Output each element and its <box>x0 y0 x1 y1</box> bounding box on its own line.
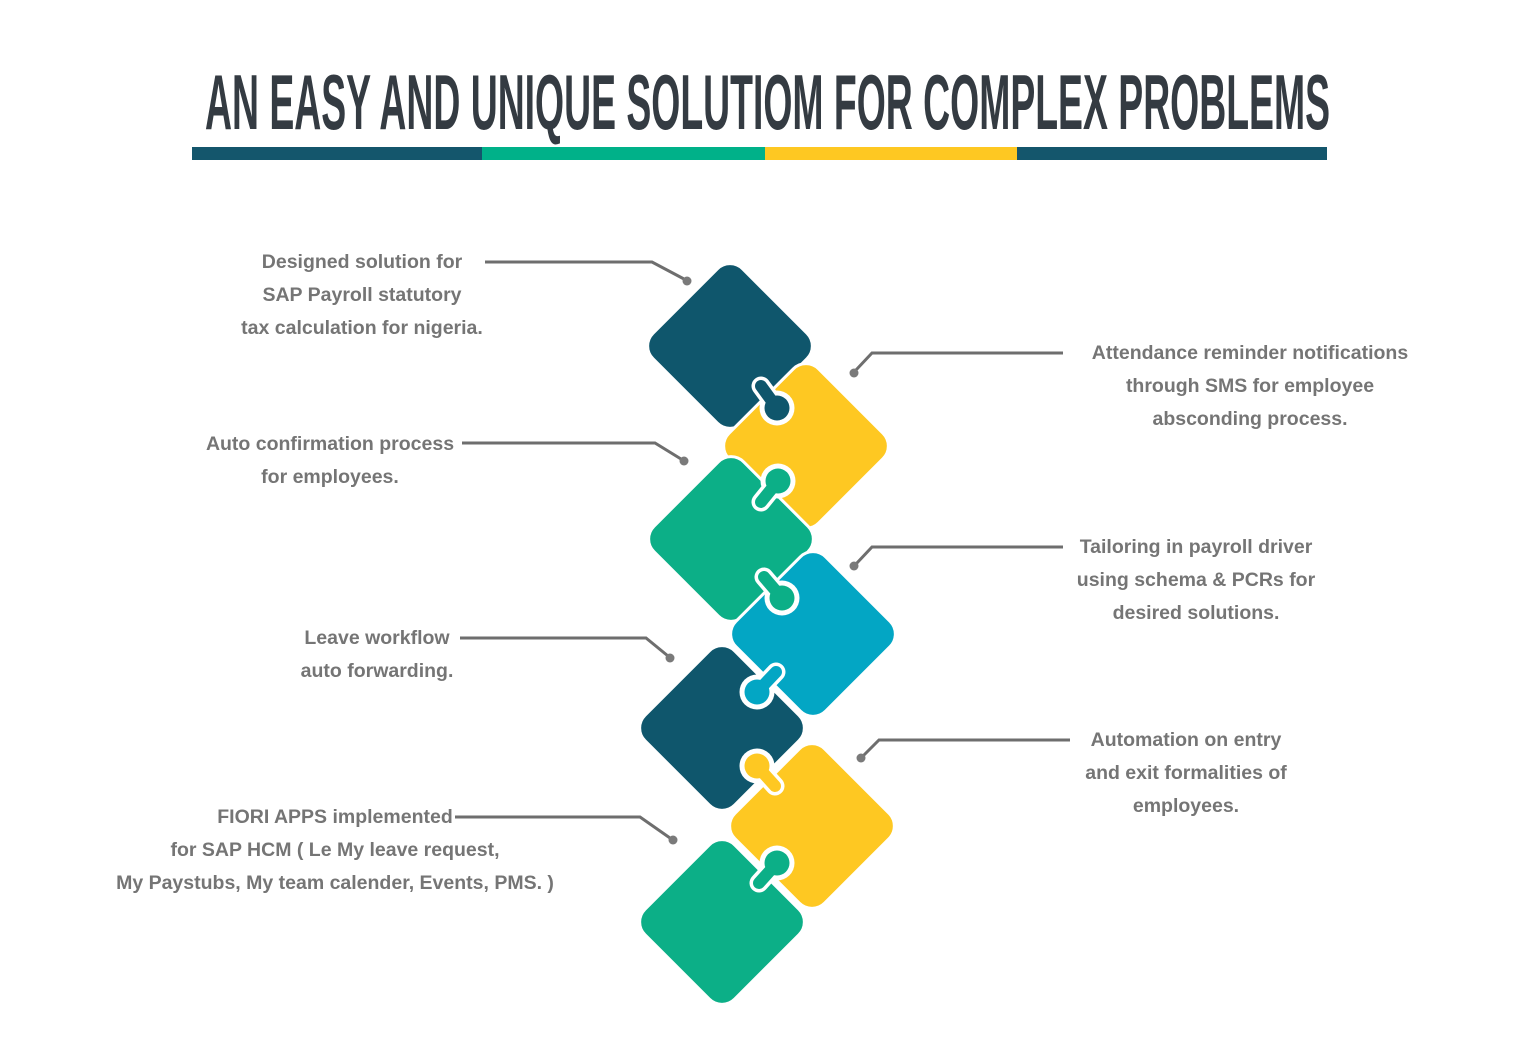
connector-line-left-2 <box>462 441 682 461</box>
label-line: My Paystubs, My team calender, Events, P… <box>116 872 554 894</box>
divider-segment-1 <box>192 147 482 160</box>
label-line: FIORI APPS implemented <box>217 806 453 828</box>
connector-line-left-1 <box>485 260 685 281</box>
label-line: Tailoring in payroll driver <box>1079 536 1313 558</box>
connector-line-left-3 <box>460 636 669 658</box>
connector-dot-left-4 <box>668 835 678 845</box>
label-attendance-reminder: Attendance reminder notifications throug… <box>1050 337 1450 436</box>
label-line: Leave workflow <box>304 627 450 649</box>
connector-line-right-3 <box>861 738 1070 758</box>
label-line: using schema & PCRs for <box>1076 569 1316 591</box>
knob-ball-6 <box>764 850 790 876</box>
label-line: for employees. <box>261 466 399 488</box>
connector-dot-left-1 <box>682 276 692 286</box>
knob-ball-4 <box>744 679 770 705</box>
label-line: employees. <box>1132 795 1240 817</box>
connector-line-right-1 <box>854 351 1063 372</box>
divider-segment-2 <box>482 147 765 160</box>
connector-dot-left-3 <box>665 653 675 663</box>
knob-ball-1 <box>764 395 790 421</box>
label-line: absconding process. <box>1152 408 1348 430</box>
page-title: AN EASY AND UNIQUE SOLUTIOM FOR COMPLEX … <box>205 58 1330 146</box>
label-line: auto forwarding. <box>300 660 454 682</box>
label-line: desired solutions. <box>1112 602 1280 624</box>
puzzle-chain <box>638 262 897 1006</box>
knob-ball-3 <box>769 585 795 611</box>
label-automation-entry-exit: Automation on entry and exit formalities… <box>1006 724 1366 823</box>
label-line: Designed solution for <box>261 251 463 273</box>
connector-dot-left-2 <box>679 456 689 466</box>
label-line: and exit formalities of <box>1085 762 1287 784</box>
divider-segment-4 <box>1017 147 1327 160</box>
label-line: for SAP HCM ( Le My leave request, <box>170 839 500 861</box>
label-line: Automation on entry <box>1090 729 1282 751</box>
label-line: Attendance reminder notifications <box>1091 342 1409 364</box>
divider-segment-3 <box>765 147 1017 160</box>
label-leave-workflow: Leave workflow auto forwarding. <box>197 622 557 688</box>
label-line: SAP Payroll statutory <box>262 284 462 306</box>
connector-dot-right-3 <box>856 753 866 763</box>
label-line: through SMS for employee <box>1125 375 1375 397</box>
label-tailoring-payroll: Tailoring in payroll driver using schema… <box>1016 531 1376 630</box>
connector-line-left-4 <box>455 815 671 840</box>
label-designed-solution: Designed solution for SAP Payroll statut… <box>182 246 542 345</box>
knob-ball-5 <box>744 753 770 779</box>
label-line: tax calculation for nigeria. <box>241 317 483 339</box>
knob-ball-2 <box>765 468 791 494</box>
label-line: Auto confirmation process <box>205 433 455 455</box>
puzzle-knobs <box>739 376 800 893</box>
connector-dot-right-2 <box>849 561 859 571</box>
label-auto-confirmation: Auto confirmation process for employees. <box>150 428 510 494</box>
connector-line-right-2 <box>854 545 1063 566</box>
connector-dot-right-1 <box>849 368 859 378</box>
label-fiori-apps: FIORI APPS implemented for SAP HCM ( Le … <box>75 801 595 900</box>
